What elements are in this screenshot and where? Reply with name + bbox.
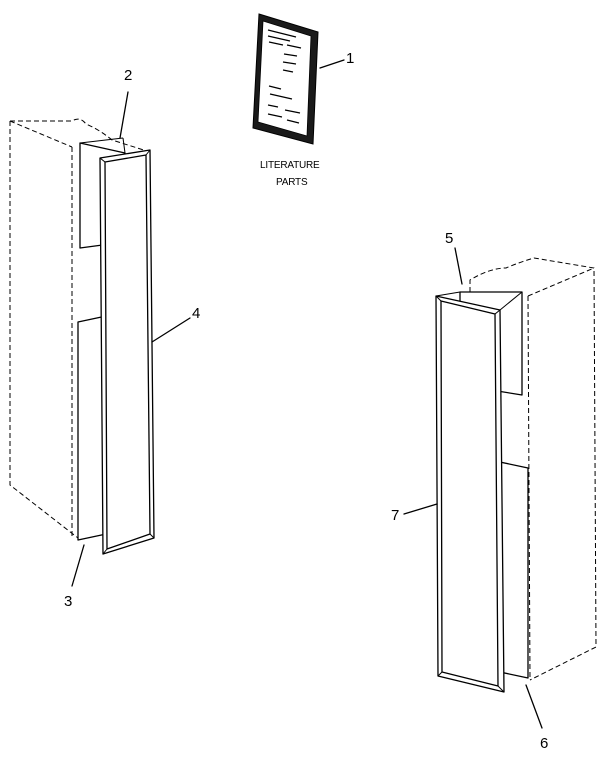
literature-caption-line2: PARTS	[276, 177, 308, 188]
callout-label-3: 3	[64, 593, 72, 610]
callout-label-5: 5	[445, 230, 453, 247]
right-gasket-frame	[435, 291, 523, 693]
literature-booklet: 1 LITERATURE PARTS	[252, 13, 354, 188]
callout-label-7: 7	[391, 507, 399, 524]
booklet-print-marks	[267, 29, 302, 124]
literature-caption-line1: LITERATURE	[260, 160, 320, 171]
callout-label-6: 6	[540, 735, 548, 752]
callout-label-4: 4	[192, 305, 200, 322]
callout-label-2: 2	[124, 67, 132, 84]
right-door-assembly: 5 7 6	[391, 230, 597, 752]
left-door-assembly: 2 4 3	[9, 67, 200, 610]
callout-label-1: 1	[346, 50, 354, 67]
left-gasket-frame	[99, 149, 155, 555]
